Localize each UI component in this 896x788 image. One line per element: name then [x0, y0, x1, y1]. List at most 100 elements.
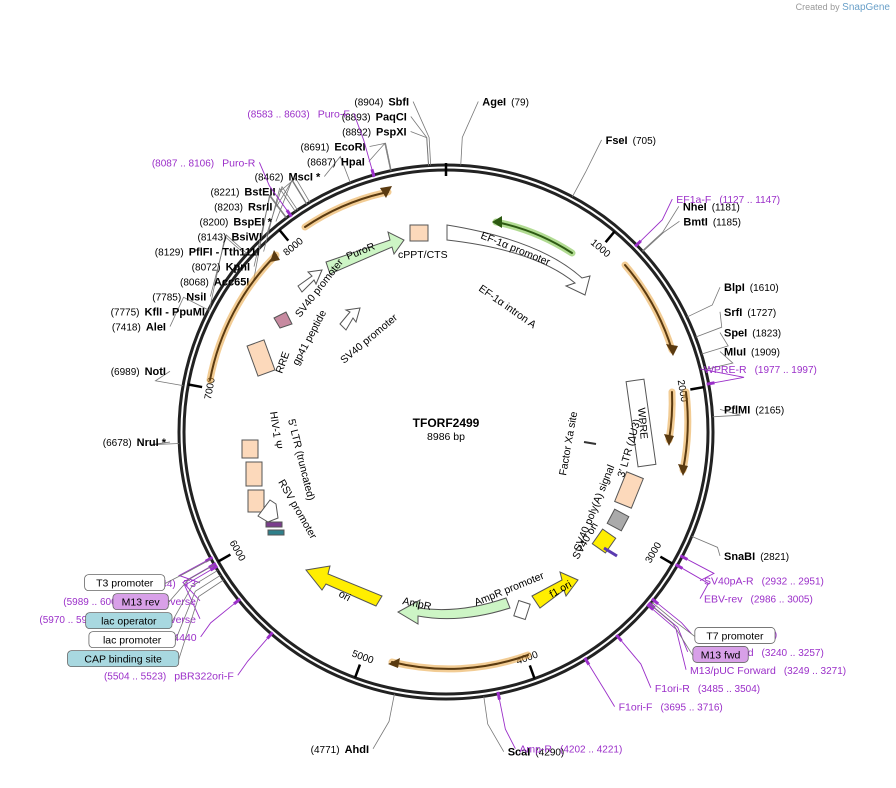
restriction-site-label[interactable]: (8068)Acc65I: [180, 277, 249, 289]
restriction-site-label[interactable]: BlpI(1610): [724, 282, 779, 294]
site-position: (6678): [103, 438, 132, 449]
restriction-site-label[interactable]: (8904)SbfI: [354, 97, 409, 109]
restriction-site-label[interactable]: (8892) PspXI: [342, 127, 406, 139]
restriction-site-label[interactable]: SpeI(1823): [724, 328, 781, 340]
restriction-site-label[interactable]: (8143)BsiWI: [198, 232, 262, 244]
site-leader-line: [253, 194, 288, 267]
restriction-site-label[interactable]: BmtI(1185): [683, 216, 741, 228]
sv40-polya-box: [606, 508, 630, 532]
scale-tick: [690, 385, 705, 391]
primer-site-mark: [674, 563, 684, 570]
primer-name: F1ori-R: [655, 683, 690, 695]
restriction-site-label[interactable]: MluI(1909): [724, 347, 780, 359]
restriction-site-label[interactable]: (8691)EcoRI: [300, 142, 365, 154]
primer-site-mark: [646, 603, 655, 611]
feature-label-gp41: gp41 peptide: [290, 308, 329, 367]
site-name: MscI *: [289, 172, 322, 184]
site-name: PspXI: [376, 127, 407, 139]
primer-name: T3: [184, 578, 196, 590]
primer-label[interactable]: WPRE-R(1977 .. 1997): [704, 364, 817, 376]
primer-range: (8583 .. 8603): [247, 109, 309, 120]
restriction-site-label[interactable]: SrfI(1727): [724, 307, 776, 319]
feature-box[interactable]: [88, 631, 176, 649]
site-name: NsiI: [186, 292, 206, 304]
primer-label[interactable]: SV40pA-R(2932 .. 2951): [704, 576, 824, 588]
restriction-site-label[interactable]: (4771)AhdI: [311, 744, 369, 756]
feature-box[interactable]: [84, 574, 166, 592]
sv40-promoter-arrow-2: [339, 307, 361, 331]
restriction-site-label[interactable]: (8203)RsrII: [214, 202, 272, 214]
site-position: (8221): [211, 188, 240, 199]
restriction-site-label[interactable]: (8221)BstEII: [211, 187, 276, 199]
feature-box[interactable]: [694, 627, 776, 644]
orf-arc: [391, 654, 529, 670]
primer-label[interactable]: Amp-R(4202 .. 4221): [519, 744, 622, 756]
feature-box-label: CAP binding site: [84, 654, 162, 666]
restriction-site-label[interactable]: PflMI(2165): [724, 404, 784, 416]
site-name: HpaI: [341, 157, 365, 169]
restriction-site-label[interactable]: (7418)AleI: [112, 322, 166, 334]
ef1a-promoter-arrow: [446, 224, 591, 296]
feature-leader-line: [164, 558, 212, 585]
restriction-site-label[interactable]: (8462) MscI *: [255, 172, 321, 184]
restriction-site-label[interactable]: (6678)NruI *: [103, 437, 167, 449]
sv40-promoter-arrow-1: [297, 269, 323, 293]
ltr5-box-3: [247, 489, 265, 513]
primer-site-mark: [285, 209, 293, 218]
restriction-site-label[interactable]: FseI(705): [606, 135, 656, 147]
scale-tick-label: 1000: [588, 237, 612, 260]
primer-label[interactable]: (8087 .. 8106)Puro-R: [152, 157, 256, 169]
plasmid-length: 8986 bp: [427, 431, 465, 443]
restriction-site-label[interactable]: NheI(1181): [683, 201, 740, 213]
primer-label[interactable]: F1ori-F(3695 .. 3716): [619, 702, 723, 714]
restriction-site-label[interactable]: AgeI(79): [482, 96, 529, 108]
site-position: (8462): [255, 173, 284, 184]
primer-label[interactable]: EF1a-F(1127 .. 1147): [676, 194, 780, 206]
site-leader-line: [712, 408, 741, 418]
site-name: KpnI: [226, 262, 250, 274]
primer-label[interactable]: M13/pUC Forward(3249 .. 3271): [690, 665, 846, 677]
site-name: SpeI: [724, 328, 747, 340]
primer-site-mark: [706, 381, 715, 386]
restriction-site-label[interactable]: (8200)BspEI *: [199, 217, 272, 229]
scale-tick: [528, 664, 536, 680]
site-leader-line: [369, 142, 392, 171]
feature-box[interactable]: [85, 612, 173, 630]
primer-name: EBV-rev: [704, 594, 743, 606]
restriction-site-label[interactable]: (8893)PaqCI: [342, 112, 407, 124]
site-leader-line: [705, 351, 734, 370]
feature-leader-line: [651, 601, 696, 637]
restriction-site-label[interactable]: (7785)NsiI: [152, 292, 206, 304]
restriction-site-label[interactable]: (8072)KpnI: [192, 262, 250, 274]
feature-box[interactable]: [112, 593, 169, 611]
site-position: (1610): [750, 283, 779, 294]
feature-box-label: T3 promoter: [96, 578, 154, 590]
restriction-site-label[interactable]: SnaBI(2821): [724, 551, 789, 563]
restriction-site-label[interactable]: (8687)HpaI: [307, 157, 365, 169]
primer-label[interactable]: EBV-rev(2986 .. 3005): [704, 594, 813, 606]
site-position: (8892): [342, 128, 371, 139]
restriction-site-label[interactable]: (6989)NotI: [111, 366, 166, 378]
feature-shapes: [241, 224, 657, 625]
restriction-site-label[interactable]: ScaI(4290): [508, 747, 565, 759]
site-name: NheI: [683, 201, 707, 213]
site-leader-line: [460, 101, 479, 166]
restriction-site-label[interactable]: (7775)KflI - PpuMI: [111, 307, 205, 319]
wpre-box: [625, 378, 657, 468]
primer-site-mark: [209, 564, 219, 572]
primer-name: Amp-R: [519, 744, 552, 756]
primer-label[interactable]: F1ori-R(3485 .. 3504): [655, 683, 760, 695]
restriction-site-label[interactable]: (8129)PflFI - Tth111I: [155, 247, 260, 259]
site-leader-line: [368, 142, 391, 171]
site-leader-line: [372, 693, 395, 750]
feature-box[interactable]: [67, 650, 180, 668]
scale-tick: [659, 555, 674, 565]
primer-site-mark: [233, 597, 242, 606]
primer-label[interactable]: (8583 .. 8603)Puro-F: [247, 108, 349, 120]
primer-site-mark: [266, 631, 274, 640]
site-position: (7775): [111, 308, 140, 319]
primer-label[interactable]: (5504 .. 5523)pBR322ori-F: [104, 670, 234, 682]
feature-box[interactable]: [692, 646, 749, 663]
site-name: RsrII: [248, 202, 272, 214]
